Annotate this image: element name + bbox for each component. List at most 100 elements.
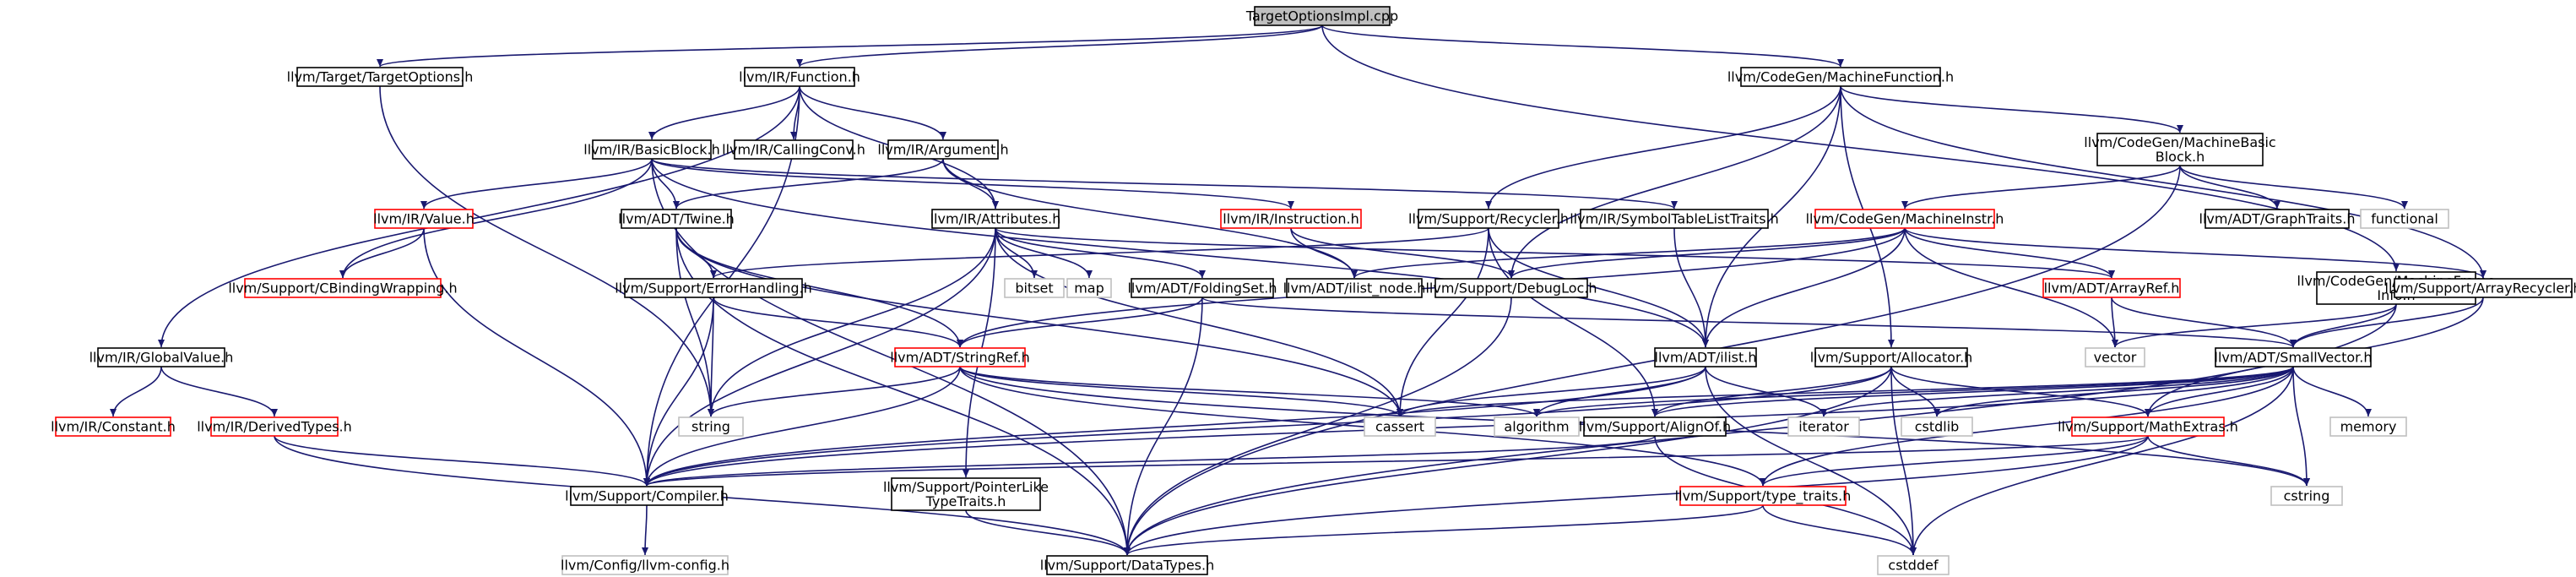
node-root[interactable]: TargetOptionsImpl.cpp xyxy=(1245,6,1398,26)
node-box-mathextras xyxy=(2071,416,2225,437)
node-label-type_traits: llvm/Support/type_traits.h xyxy=(1675,488,1852,505)
node-stringref[interactable]: llvm/ADT/StringRef.h xyxy=(890,347,1030,367)
edge-allocator-to-datatypes xyxy=(1124,366,1892,556)
node-iterator[interactable]: iterator xyxy=(1787,416,1860,437)
node-instruction[interactable]: llvm/IR/Instruction.h xyxy=(1220,209,1362,229)
node-datatypes[interactable]: llvm/Support/DataTypes.h xyxy=(1040,555,1215,575)
node-constant[interactable]: llvm/IR/Constant.h xyxy=(51,416,176,437)
node-cassert[interactable]: cassert xyxy=(1364,416,1436,437)
node-label-constant: llvm/IR/Constant.h xyxy=(51,419,176,435)
node-box-memory xyxy=(2329,416,2407,437)
edge-stringref-to-algorithm xyxy=(959,366,1540,417)
node-cstddef[interactable]: cstddef xyxy=(1877,555,1950,575)
edge-errorhandling-to-compiler xyxy=(643,297,714,487)
node-type_traits[interactable]: llvm/Support/type_traits.h xyxy=(1675,486,1852,506)
node-targetoptions[interactable]: llvm/Target/TargetOptions.h xyxy=(287,67,474,87)
node-cstring[interactable]: cstring xyxy=(2270,486,2343,506)
edge-foldingset-to-smallvector xyxy=(1201,297,2297,348)
edge-machineinstr-to-stringref xyxy=(957,227,1906,348)
edge-argument-to-twine xyxy=(673,158,944,210)
node-label-symboltablelisttraits: llvm/IR/SymbolTableListTraits.h xyxy=(1570,211,1779,227)
node-cbindingwrapping[interactable]: llvm/Support/CBindingWrapping.h xyxy=(228,278,458,298)
node-box-smallvector xyxy=(2215,347,2372,367)
edge-globalvalue-to-derivedtypes xyxy=(160,366,278,417)
edge-layer xyxy=(110,24,2487,556)
edge-smallvector-to-cstddef xyxy=(1910,366,2294,556)
node-string[interactable]: string xyxy=(678,416,744,437)
edge-mathextras-to-compiler xyxy=(643,435,2149,487)
node-label-machinefunction: llvm/CodeGen/MachineFunction.h xyxy=(1727,69,1954,85)
node-arrayref[interactable]: llvm/ADT/ArrayRef.h xyxy=(2042,278,2181,298)
node-box-pointerliketypetraits xyxy=(891,477,1041,511)
node-label-value: llvm/IR/Value.h xyxy=(373,211,475,227)
node-function[interactable]: llvm/IR/Function.h xyxy=(739,67,860,87)
edge-machineinstr-to-ilist xyxy=(1702,227,1906,348)
node-basicblock[interactable]: llvm/IR/BasicBlock.h xyxy=(583,139,720,160)
node-bitset[interactable]: bitset xyxy=(1004,278,1065,298)
node-allocator[interactable]: llvm/Support/Allocator.h xyxy=(1810,347,1973,367)
edge-recycler-to-ilist xyxy=(1488,227,1709,348)
node-machinefunction[interactable]: llvm/CodeGen/MachineFunction.h xyxy=(1727,67,1954,87)
node-smallvector[interactable]: llvm/ADT/SmallVector.h xyxy=(2215,347,2373,367)
node-compiler[interactable]: llvm/Support/Compiler.h xyxy=(565,486,729,506)
node-ilist_node[interactable]: llvm/ADT/ilist_node.h xyxy=(1283,278,1426,298)
node-box-allocator xyxy=(1814,347,1968,367)
node-graphtraits[interactable]: llvm/ADT/GraphTraits.h xyxy=(2199,209,2356,229)
node-label-attributes: llvm/IR/Attributes.h xyxy=(930,211,1061,227)
node-box-callingconv xyxy=(734,139,854,160)
node-recycler[interactable]: llvm/Support/Recycler.h xyxy=(1408,209,1569,229)
node-map[interactable]: map xyxy=(1066,278,1112,298)
node-box-graphtraits xyxy=(2205,209,2350,229)
node-derivedtypes[interactable]: llvm/IR/DerivedTypes.h xyxy=(197,416,352,437)
edge-recycler-to-errorhandling xyxy=(710,227,1489,279)
node-functional[interactable]: functional xyxy=(2360,209,2449,229)
node-callingconv[interactable]: llvm/IR/CallingConv.h xyxy=(722,139,865,160)
node-box-symboltablelisttraits xyxy=(1580,209,1769,229)
edge-smallvector-to-type_traits xyxy=(1760,366,2294,487)
edge-targetoptions-to-string xyxy=(379,85,714,417)
node-box-ilist xyxy=(1654,347,1757,367)
node-alignof[interactable]: llvm/Support/AlignOf.h xyxy=(1579,416,1731,437)
node-globalvalue[interactable]: llvm/IR/GlobalValue.h xyxy=(89,347,234,367)
node-twine[interactable]: llvm/ADT/Twine.h xyxy=(618,209,735,229)
node-arrayrecycler[interactable]: llvm/Support/ArrayRecycler.h xyxy=(2385,278,2576,298)
edge-machinefunction-to-machinebasicblock xyxy=(1840,85,2183,133)
node-label-debugloc: llvm/Support/DebugLoc.h xyxy=(1425,280,1597,297)
edge-smallvector-to-iterator xyxy=(1820,366,2294,417)
node-cstdlib[interactable]: cstdlib xyxy=(1901,416,1973,437)
node-ilist[interactable]: llvm/ADT/ilist.h xyxy=(1654,347,1757,367)
edge-root-to-function xyxy=(796,24,1323,68)
node-debugloc[interactable]: llvm/Support/DebugLoc.h xyxy=(1425,278,1597,298)
node-label-smallvector: llvm/ADT/SmallVector.h xyxy=(2215,350,2373,366)
node-box-alignof xyxy=(1583,416,1727,437)
node-symboltablelisttraits[interactable]: llvm/IR/SymbolTableListTraits.h xyxy=(1570,209,1779,229)
node-llvm_config[interactable]: llvm/Config/llvm-config.h xyxy=(561,555,729,575)
node-algorithm[interactable]: algorithm xyxy=(1494,416,1580,437)
node-errorhandling[interactable]: llvm/Support/ErrorHandling.h xyxy=(615,278,812,298)
node-box-arrayref xyxy=(2042,278,2181,298)
node-box-cstddef xyxy=(1877,555,1950,575)
node-memory[interactable]: memory xyxy=(2329,416,2407,437)
edge-machineinstr-to-arrayrecycler xyxy=(1904,227,2487,279)
node-machineinstr[interactable]: llvm/CodeGen/MachineInstr.h xyxy=(1806,209,2004,229)
edge-basicblock-to-value xyxy=(420,158,653,210)
node-value[interactable]: llvm/IR/Value.h xyxy=(373,209,475,229)
node-box-stringref xyxy=(894,347,1026,367)
node-label-instruction: llvm/IR/Instruction.h xyxy=(1223,211,1359,227)
node-box-vector xyxy=(2085,347,2145,367)
node-attributes[interactable]: llvm/IR/Attributes.h xyxy=(930,209,1061,229)
node-label-mathextras: llvm/Support/MathExtras.h xyxy=(2058,419,2238,435)
node-box-compiler xyxy=(570,486,724,506)
node-mathextras[interactable]: llvm/Support/MathExtras.h xyxy=(2058,416,2238,437)
edge-machinefunction-to-ilist xyxy=(1702,85,1841,348)
edge-basicblock-to-symboltablelisttraits xyxy=(651,158,1678,210)
node-vector[interactable]: vector xyxy=(2085,347,2145,367)
edge-stringref-to-string xyxy=(708,366,961,417)
edge-root-to-targetoptions xyxy=(377,24,1323,68)
edge-machinebasicblock-to-graphtraits xyxy=(2179,165,2280,210)
edge-function-to-argument xyxy=(799,85,946,140)
node-foldingset[interactable]: llvm/ADT/FoldingSet.h xyxy=(1127,278,1277,298)
node-argument[interactable]: llvm/IR/Argument.h xyxy=(877,139,1009,160)
